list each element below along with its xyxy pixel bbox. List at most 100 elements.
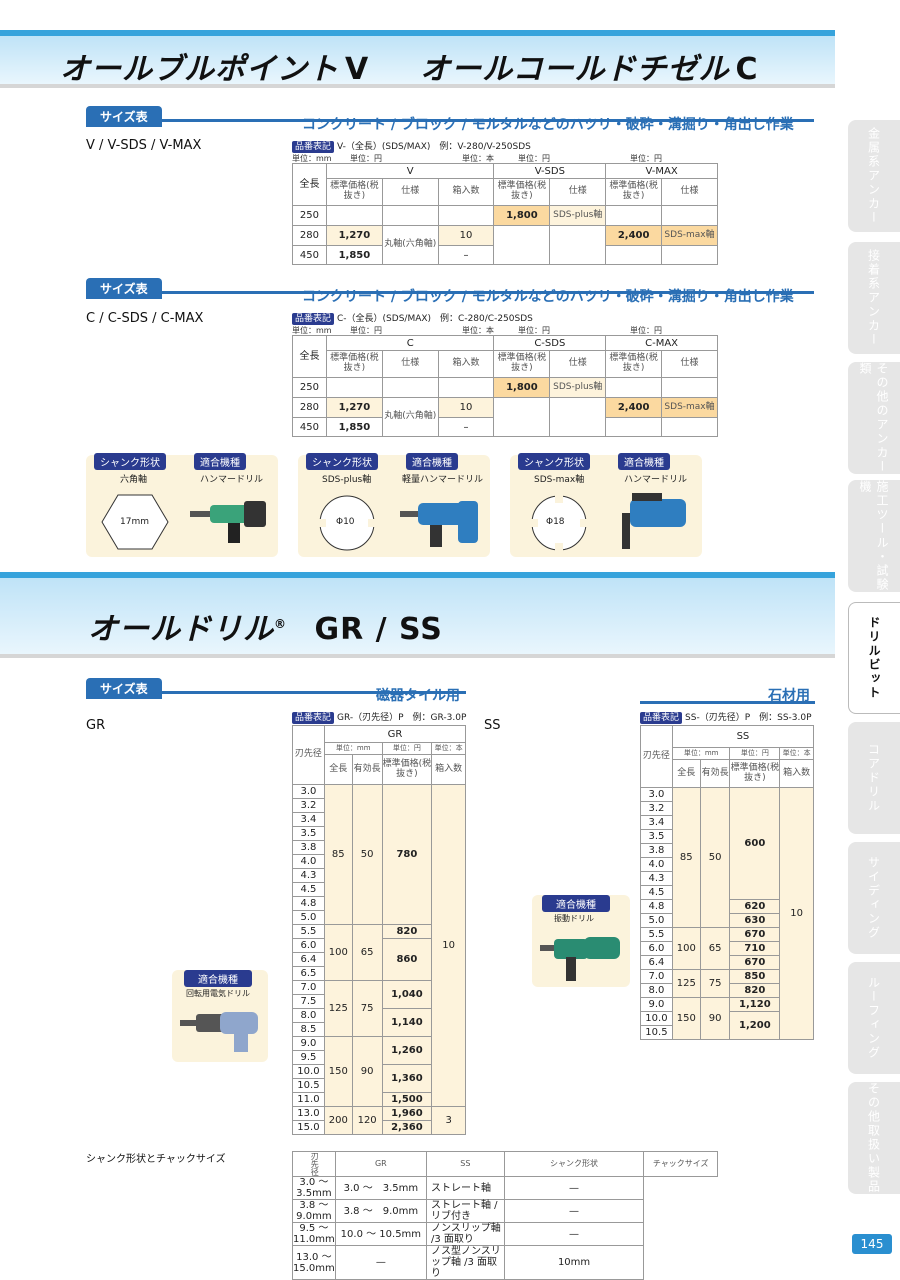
chuck-cell: 3.8 〜 9.0mm [292,1199,338,1223]
gr-dia: 4.3 [292,868,325,883]
ss-dia: 7.0 [640,969,673,984]
max-hammer-drill-icon [622,493,686,549]
ss-dia: 6.0 [640,941,673,956]
shank-box-sds-max: シャンク形状 適合機種 SDS-max軸 ハンマードリル Φ18 [510,453,702,557]
vibration-drill-icon [540,937,620,981]
gr-dia: 9.5 [292,1050,325,1065]
size-badge-v: サイズ表 [86,106,814,127]
gr-price: 1,960 [381,1106,433,1121]
chuck-cell: — [334,1245,427,1280]
chuck-cell: 9.5 〜 11.0mm [292,1222,336,1246]
ss-price: 710 [729,941,781,956]
ss-dia: 4.8 [640,899,673,914]
ss-underline [640,701,815,704]
unit-pcs: 単位：本 [462,326,494,335]
ss-price: 670 [729,927,781,942]
ss-dia: 3.8 [640,843,673,858]
chuck-cell: — [503,1199,645,1223]
gr-len: 100 [323,924,353,981]
side-tab[interactable]: その他取扱い製品 [848,1082,900,1194]
hexagon-shank-icon [101,494,169,550]
ss-dia: 5.5 [640,927,673,942]
gr-dia: 3.8 [292,840,325,855]
gr-dia: 3.0 [292,784,325,799]
gr-price: 1,140 [381,1008,433,1037]
side-tab[interactable]: コアドリル [848,722,900,834]
gr-eff: 75 [351,980,383,1037]
gr-dia: 4.0 [292,854,325,869]
gr-qty: 10 [431,784,466,1107]
banner-drill: オールドリル® GR / SS [0,572,835,658]
page-number: 145 [852,1234,892,1254]
ss-dia: 4.3 [640,871,673,886]
ss-dia: 10.0 [640,1011,673,1026]
unit-mm: 単位：mm [292,326,332,335]
chuck-cell: 3.0 〜 3.5mm [334,1176,427,1200]
c-model: C / C-SDS / C-MAX [86,311,204,326]
side-tab[interactable]: 金属系アンカー [848,120,900,232]
hammer-drill-icon [190,501,266,543]
ss-price: 670 [729,955,781,970]
ss-dia: 8.0 [640,983,673,998]
ss-price: 600 [729,787,781,900]
ss-eff: 65 [699,927,731,970]
gr-dia: 5.0 [292,910,325,925]
size-badge-c: サイズ表 [86,278,814,299]
side-tab[interactable]: サイディング [848,842,900,954]
gr-eff: 65 [351,924,383,981]
chuck-cell: 13.0 〜 15.0mm [292,1245,336,1280]
gr-len: 150 [323,1036,353,1107]
ss-price: 1,120 [729,997,781,1012]
gr-dia: 11.0 [292,1092,325,1107]
ss-qty: 10 [779,787,814,1040]
gr-dia: 3.2 [292,798,325,813]
gr-dia: 4.8 [292,896,325,911]
side-tab[interactable]: 施工ツール・試験機 [848,480,900,592]
unit-pcs: 単位：本 [462,154,494,163]
gr-eff: 90 [351,1036,383,1107]
title-v-latin: V [345,52,370,87]
ss-dia: 3.0 [640,787,673,802]
gr-dia: 4.5 [292,882,325,897]
side-tab[interactable]: ルーフィング [848,962,900,1074]
gr-heading: 磁器タイル用 [376,688,460,704]
ss-eff: 75 [699,969,731,998]
unit-yen: 単位：円 [350,326,382,335]
ss-model: SS [484,718,501,733]
gr-eff: 120 [351,1106,383,1135]
gr-dia: 15.0 [292,1120,325,1135]
ss-price: 620 [729,899,781,914]
ss-dia: 9.0 [640,997,673,1012]
unit-yen: 単位：円 [518,154,550,163]
ss-price: 850 [729,969,781,984]
gr-dia: 10.0 [292,1064,325,1079]
ss-dia: 6.4 [640,955,673,970]
chuck-cell: 3.0 〜 3.5mm [292,1176,338,1200]
title-c: オールコールドチゼル [420,52,730,87]
gr-price: 1,500 [381,1092,433,1107]
v-heading: コンクリート / ブロック / モルタルなどのハツリ・破砕・溝掘り・角出し作業 [302,117,794,133]
gr-dia: 6.4 [292,952,325,967]
side-tab[interactable]: その他のアンカー類 [848,362,900,474]
gr-eff: 50 [351,784,383,925]
gr-dia: 8.0 [292,1008,325,1023]
v-model: V / V-SDS / V-MAX [86,138,202,153]
unit-yen: 単位：円 [630,326,662,335]
gr-dia: 3.4 [292,812,325,827]
sds-plus-shank-icon [318,495,376,551]
title-c-latin: C [735,52,759,87]
side-tab[interactable]: ドリルビット [848,602,900,714]
gr-price: 1,040 [381,980,433,1009]
gr-price: 860 [381,938,433,981]
sds-max-shank-icon [530,495,588,551]
gr-len: 200 [323,1106,353,1135]
side-tab[interactable]: 接着系アンカー [848,242,900,354]
ss-dia: 4.0 [640,857,673,872]
